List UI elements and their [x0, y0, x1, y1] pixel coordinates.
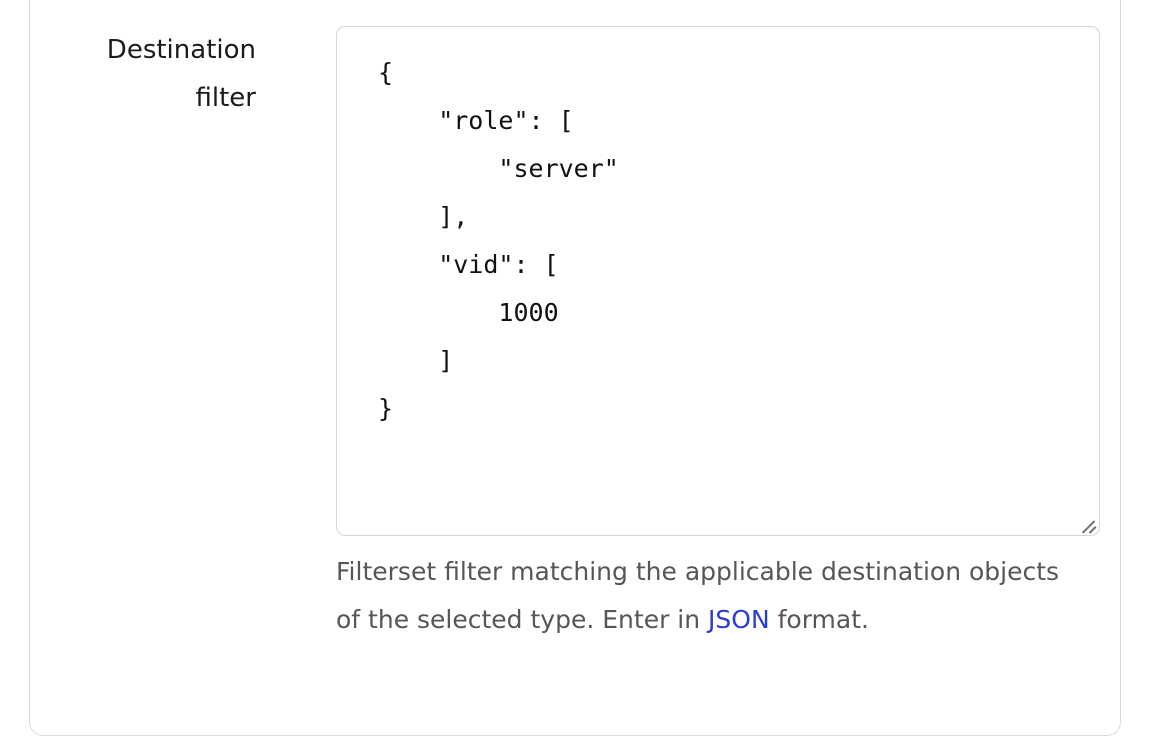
destination-filter-control: Filterset filter matching the applicable… [336, 26, 1100, 644]
json-format-link[interactable]: JSON [708, 605, 770, 634]
help-enter-suffix: format. [769, 605, 869, 634]
help-line-1: Filterset filter matching the applicable… [336, 557, 1060, 586]
destination-filter-label: Destination filter [106, 35, 256, 113]
form-card: Destination filter Filterset filter matc… [29, 0, 1121, 736]
destination-filter-textarea[interactable] [336, 26, 1100, 536]
help-line-2: of the selected type. [336, 605, 595, 634]
help-enter-prefix: Enter in [602, 605, 709, 634]
destination-filter-help-text: Filterset filter matching the applicable… [336, 548, 1088, 644]
destination-filter-form-row: Destination filter Filterset filter matc… [30, 1, 1122, 711]
destination-filter-textarea-wrapper[interactable] [336, 26, 1100, 536]
